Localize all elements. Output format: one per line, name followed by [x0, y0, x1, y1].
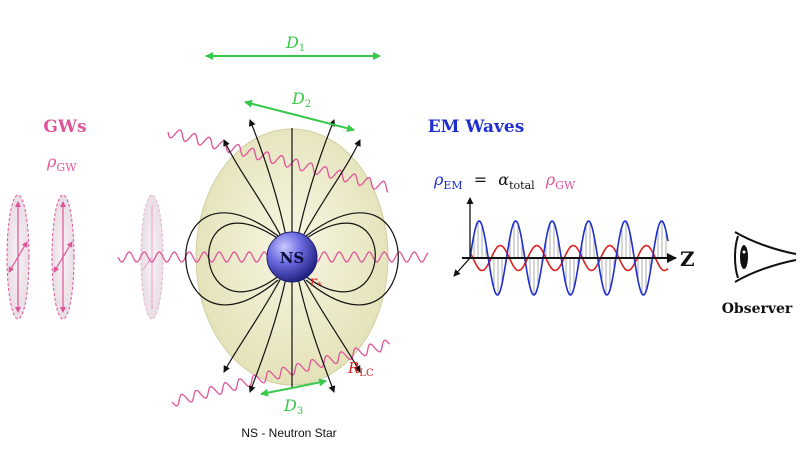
svg-text:D3: D3: [283, 396, 303, 417]
gw-polarization-ellipses: [6, 194, 164, 320]
em-equation: ρEM = αtotal ρGW: [433, 170, 576, 193]
svg-text:D2: D2: [291, 89, 311, 110]
ns-caption: NS - Neutron Star: [241, 426, 336, 440]
em-wave-icon: Z: [453, 197, 695, 296]
magnetic-field-lines: [185, 119, 399, 393]
r-lc-label: RLC: [347, 359, 374, 379]
eye-icon: [734, 231, 797, 283]
distance-d3: D3: [260, 378, 327, 417]
observer-label: Observer: [722, 301, 793, 317]
z-axis-label: Z: [680, 247, 695, 271]
svg-text:D1: D1: [285, 33, 305, 54]
distance-d1: D1: [205, 33, 381, 60]
em-heading: EM Waves: [428, 117, 525, 137]
ns-label: NS: [280, 249, 305, 267]
gw-heading: GWs: [43, 117, 86, 137]
r-star-label: r*: [310, 274, 322, 292]
neutron-star-icon: NS: [266, 231, 318, 283]
gw-density-label: ρGW: [46, 152, 77, 174]
distance-d2: D2: [244, 89, 355, 133]
